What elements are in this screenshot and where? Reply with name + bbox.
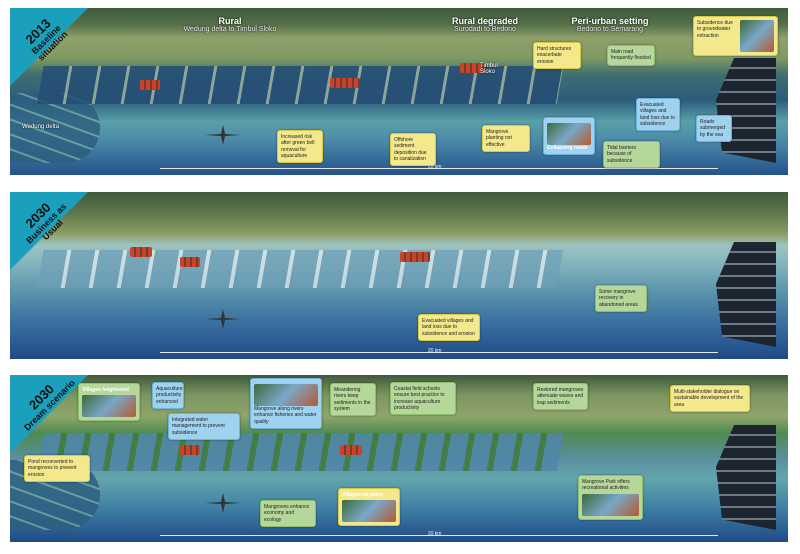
callout: Main road frequently flooded (607, 45, 655, 66)
callout: Multi-stakeholder dialogue on sustainabl… (670, 385, 750, 412)
callout-with-image: Subsidence due to groundwater extraction (693, 16, 778, 56)
callout: Hard structures exacerbate erosion (533, 42, 581, 69)
village (130, 247, 152, 257)
callout: Evacuated villages and land loss due to … (636, 98, 680, 131)
scale-bar: 20 km (160, 531, 718, 537)
scale-bar: 20 km (160, 348, 718, 354)
village (340, 445, 362, 455)
delta-area (10, 93, 100, 163)
village (180, 445, 200, 455)
village (460, 63, 485, 73)
compass-rose-icon (205, 493, 241, 513)
mangrove-ponds (36, 433, 564, 471)
callout: Integrated water management to prevent s… (168, 413, 240, 440)
callout: Mangroves enhance economy and ecology (260, 500, 316, 527)
callout: Some mangrove recovery in abandoned area… (595, 285, 647, 312)
compass-rose-icon (205, 125, 241, 145)
place-label: Timbul Sloko (480, 63, 498, 75)
village (180, 257, 200, 267)
callout: Tidal barriers because of subsidence (603, 141, 660, 168)
callout: Evacuated villages and land loss due to … (418, 314, 480, 341)
callout: Mangrove planting not effective (482, 125, 530, 152)
village (400, 252, 430, 262)
semarang-city (716, 425, 776, 530)
place-label: Wedung delta (22, 124, 59, 130)
village (140, 80, 160, 90)
callout: Meandering rivers keep sediments in the … (330, 383, 376, 416)
village (330, 78, 360, 88)
flooded-ponds (36, 250, 564, 288)
callout: Aquaculture productivity enhanced (152, 382, 184, 409)
callout: Restored mangroves attenuate waves and t… (533, 383, 588, 410)
callout-with-image: Mangrove along rivers enhance fisheries … (250, 378, 322, 429)
callout-with-image: Collapsing roads (543, 117, 595, 156)
callout: Increased risk after green belt removal … (277, 130, 323, 163)
callout: Offshore sediment deposition due to cana… (390, 133, 436, 166)
callout-with-image: Villages on poles (338, 488, 400, 527)
callout: Coastal field schools ensure best practi… (390, 382, 456, 415)
callout: Pond reconverted to mangroves to prevent… (24, 455, 90, 482)
compass-rose-icon (205, 309, 241, 329)
semarang-city (716, 242, 776, 347)
semarang-city (716, 58, 776, 163)
callout-with-image: Mangrove Park offers recreational activi… (578, 475, 643, 520)
scale-bar: 20 km (160, 164, 718, 170)
callout-with-image: Villages heightened (78, 383, 140, 422)
callout: Roads submerged by the sea (696, 115, 732, 142)
